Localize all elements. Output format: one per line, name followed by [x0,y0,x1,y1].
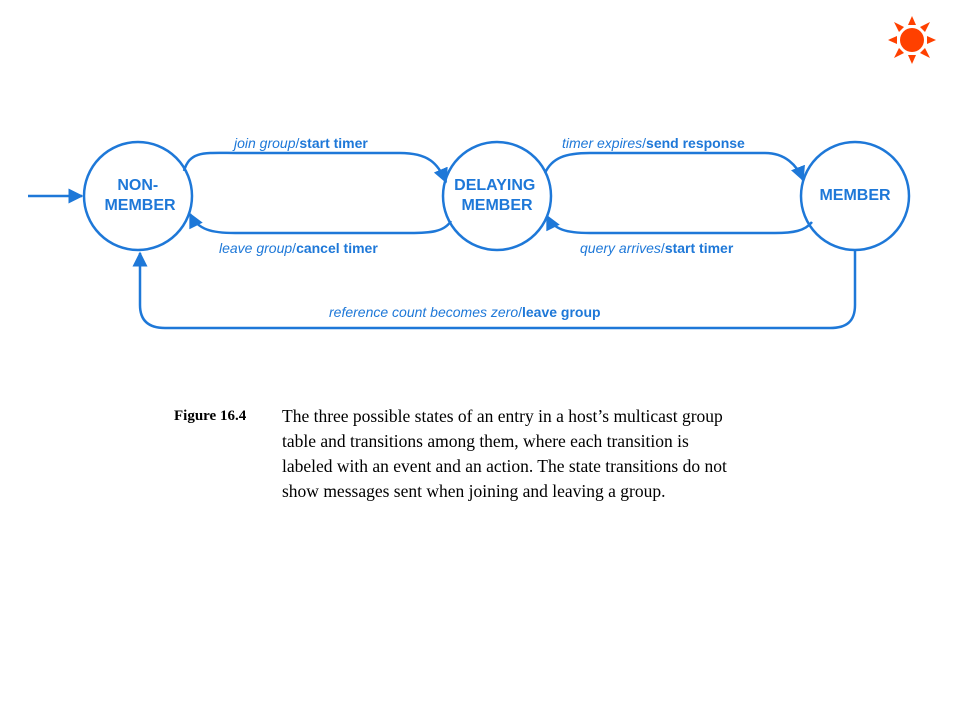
edge-label-reference-zero: reference count becomes zero/leave group [329,304,601,320]
edge-reference-zero [132,250,857,330]
edge-leave-group [188,212,453,235]
state-label-member: MEMBER [819,187,891,204]
state-circle-delaying-member [441,140,553,252]
caption-line: show messages sent when joining and leav… [282,481,666,501]
edge-query-arrives [545,214,813,235]
edge-label-timer-expires: timer expires/send response [562,135,745,151]
sun-icon [888,16,936,64]
state-label-delaying-member: DELAYING MEMBER [454,177,540,214]
caption-line: labeled with an event and an action. The… [282,456,727,476]
edge-label-join-group: join group/start timer [232,135,368,151]
state-label-non-member: NON- MEMBER [104,177,176,214]
edge-label-leave-group: leave group/cancel timer [219,240,378,256]
state-circle-non-member [82,140,194,252]
figure-label: Figure 16.4 [174,408,247,424]
caption-line: table and transitions among them, where … [282,431,689,451]
edge-join-group [182,151,448,184]
figure-caption-text: The three possible states of an entry in… [282,404,862,504]
caption-line: The three possible states of an entry in… [282,406,723,426]
edge-label-query-arrives: query arrives/start timer [580,240,734,256]
edge-timer-expires [543,151,805,182]
